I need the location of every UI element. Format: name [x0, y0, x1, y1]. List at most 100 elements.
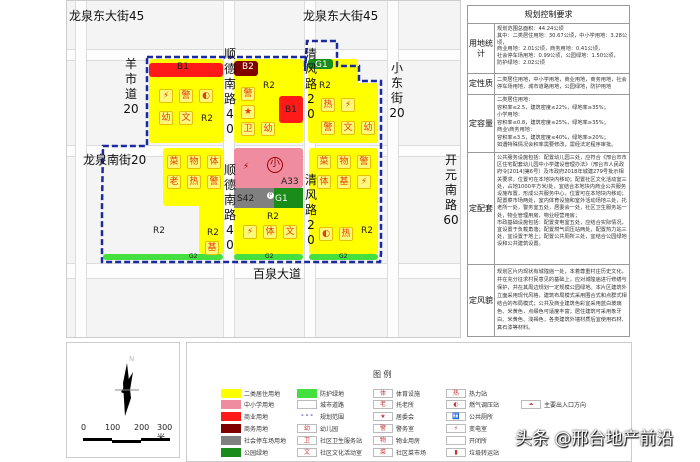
- road-label: 龙泉东大街45: [303, 9, 379, 23]
- land-code: R2: [201, 114, 213, 124]
- legend-item: 二类居住用地: [221, 389, 280, 398]
- land-code: R2: [153, 226, 165, 236]
- commercial-b1-north: [149, 63, 223, 77]
- north-arrow-icon: [115, 363, 139, 416]
- legend-swatch-icon: [297, 389, 317, 398]
- map-symbol-icon: 小: [267, 157, 283, 173]
- road-yangshi: [75, 1, 87, 337]
- table-title: 规划控制要求: [524, 10, 573, 19]
- map-symbol-icon: 体: [263, 225, 277, 239]
- scale-label: 200: [134, 423, 150, 432]
- road-kaiyuan: [387, 1, 399, 337]
- watermark: 头条 @邢台地产前沿: [515, 429, 674, 449]
- land-use-map: 龙泉东大街45 龙泉东大街45 羊市道20 龙泉南街20 顺德南路40 顺德南路…: [66, 0, 461, 338]
- legend-swatch-icon: [221, 436, 241, 445]
- map-symbol-icon: ⚡: [341, 98, 355, 112]
- land-code: G2: [189, 253, 198, 260]
- legend-label: 二类居住用地: [244, 391, 281, 398]
- legend-item: 防护绿地: [297, 389, 344, 398]
- north-label: N: [129, 355, 135, 363]
- legend-swatch-icon: ★: [373, 412, 393, 421]
- commercial-b1-mid: [279, 96, 303, 123]
- land-code: G1: [275, 194, 288, 204]
- planning-boundary: [100, 39, 383, 264]
- land-code: G1: [315, 60, 328, 70]
- legend-label: 防护绿地: [320, 391, 345, 398]
- legend-swatch-icon: 菜: [373, 448, 393, 457]
- map-symbol-icon: 警: [207, 175, 221, 189]
- compass-scale-panel: N 0 100 200 300米: [66, 342, 180, 458]
- road-label: 百泉大道: [253, 267, 302, 281]
- legend-label: 社区文化活动室: [320, 450, 363, 457]
- legend-item: 开闭所: [446, 436, 487, 445]
- scale-label: 0: [81, 423, 87, 432]
- table-row: 定容量二类居住用地： 容积率≤2.5，建筑密度≤22%，绿地率≥35%； 小学用…: [468, 94, 629, 152]
- legend-swatch-icon: ▮: [446, 448, 466, 457]
- land-code: R2: [263, 81, 275, 91]
- land-code: G2: [339, 253, 348, 260]
- road-label: 小东街20: [389, 61, 405, 120]
- map-symbol-icon: 菜: [317, 155, 331, 169]
- legend-label: 公共厕所: [469, 414, 494, 421]
- legend-label: 中小学用地: [244, 402, 275, 409]
- map-symbol-icon: ★: [241, 105, 255, 119]
- legend-swatch-icon: [221, 400, 241, 409]
- land-code: B1: [285, 105, 297, 115]
- map-symbol-icon: 卫: [241, 122, 255, 136]
- map-symbol-icon: ◐: [319, 227, 333, 241]
- legend-label: 居委会: [396, 414, 415, 421]
- row-label: 用地统计: [468, 24, 495, 73]
- road-label: 清风路20: [304, 47, 317, 121]
- land-code: A33: [281, 177, 299, 187]
- land-code: R2: [207, 228, 219, 238]
- legend-item: 文社区文化活动室: [297, 448, 362, 457]
- map-symbol-icon: ⚡: [357, 175, 371, 189]
- legend-label: 幼儿园: [320, 426, 339, 433]
- legend-swatch-icon: 🚻: [446, 412, 466, 421]
- row-text: 二类居住用地： 容积率≤2.5，建筑密度≤22%，绿地率≥35%； 小学用地： …: [497, 97, 617, 148]
- map-symbol-icon: 物: [187, 155, 201, 169]
- legend-swatch-icon: ⏶: [521, 400, 541, 409]
- legend-swatch-icon: [297, 400, 317, 409]
- legend-label: 警务室: [396, 426, 415, 433]
- road-label: 顺德南路40: [223, 163, 236, 252]
- land-code: B1: [177, 62, 189, 72]
- road-label: 龙泉东大街45: [69, 9, 145, 23]
- legend-label: 社区菜市场: [396, 450, 427, 457]
- parking-s42: [234, 188, 274, 208]
- row-text: 规划范围总面积：44.24公顷 其中：二类居住用地：30.67公顷，中小学用地：…: [497, 26, 628, 66]
- table-row: 定风貌规划区片内现状有城隍庙一处，本着尊重村庄历史文化，并在充分征求村民意见的基…: [468, 264, 629, 336]
- row-label: 定性质: [468, 74, 495, 94]
- map-symbol-icon: 幼: [159, 111, 173, 125]
- legend-item: ★居委会: [373, 412, 414, 421]
- map-symbol-icon: 警: [357, 155, 371, 169]
- legend-swatch-icon: - - -: [297, 412, 317, 421]
- legend-swatch-icon: 文: [297, 448, 317, 457]
- map-symbol-icon: 热: [321, 98, 335, 112]
- legend-swatch-icon: 卫: [297, 436, 317, 445]
- row-text: 公共服务设施包括：配置幼儿园三处，应符合《邢台市市区住宅配套幼儿园中小学建设管理…: [497, 155, 627, 248]
- table-row: 用地统计规划范围总面积：44.24公顷 其中：二类居住用地：30.67公顷，中小…: [468, 23, 629, 73]
- map-symbol-icon: 物: [337, 155, 351, 169]
- legend-swatch-icon: [221, 448, 241, 457]
- legend-item: 商务用地: [221, 424, 268, 433]
- legend-title: 图 例: [373, 370, 392, 379]
- legend-swatch-icon: 老: [373, 400, 393, 409]
- road-label: 龙泉南街20: [83, 153, 147, 167]
- legend-swatch-icon: 警: [373, 424, 393, 433]
- legend-label: 体育设施: [396, 391, 421, 398]
- road-label: 开元南路60: [443, 153, 459, 227]
- land-code: R2: [267, 212, 279, 222]
- legend-swatch-icon: 体: [373, 389, 393, 398]
- legend-swatch-icon: 幼: [297, 424, 317, 433]
- legend-swatch-icon: [446, 436, 466, 445]
- road-baiquan: [67, 263, 460, 279]
- map-symbol-icon: 文: [341, 121, 355, 135]
- buffer-g2-e: [309, 254, 378, 260]
- map-symbol-icon: 热: [339, 227, 353, 241]
- legend-item: 警警务室: [373, 424, 414, 433]
- legend-swatch-icon: [221, 412, 241, 421]
- road-label: 清风路20: [304, 173, 317, 247]
- row-label: 定容量: [468, 95, 495, 152]
- legend-item: ▮垃圾转运站: [446, 448, 499, 457]
